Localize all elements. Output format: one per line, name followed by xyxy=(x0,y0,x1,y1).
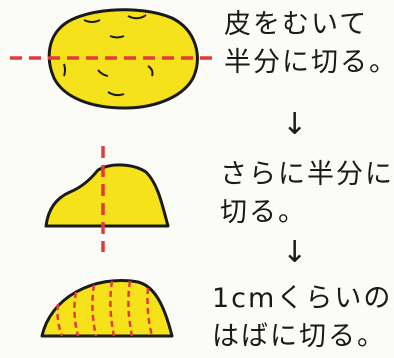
potato-eye-mark xyxy=(147,65,154,77)
step-2-line-2: 切る。 xyxy=(220,197,307,228)
step-2-line-1: さらに半分に xyxy=(220,159,394,190)
potato-eye-mark xyxy=(127,14,147,20)
step-3-line-2: はばに切る。 xyxy=(212,321,386,352)
potato-eye-mark xyxy=(97,69,109,77)
quarter-potato xyxy=(40,278,174,338)
potato-eye-mark xyxy=(109,35,125,39)
half-potato-illustration xyxy=(44,146,170,252)
slice-cut-line xyxy=(109,280,116,337)
potato-eye-mark xyxy=(83,19,101,23)
whole-potato-illustration xyxy=(10,8,212,110)
slice-cut-line xyxy=(56,303,64,337)
slice-cut-line xyxy=(127,280,134,337)
down-arrow-icon: ↓ xyxy=(282,235,308,270)
step-1-line-2: 半分に切る。 xyxy=(224,47,394,78)
step-1-line-1: 皮をむいて xyxy=(224,9,369,40)
down-arrow-icon: ↓ xyxy=(282,107,308,142)
step-2-instruction: さらに半分に 切る。 xyxy=(220,156,394,232)
potato-eye-mark xyxy=(107,91,125,97)
potato-eye-mark xyxy=(63,63,66,77)
step-3-instruction: 1cmくらいの はばに切る。 xyxy=(212,280,392,356)
slice-cut-line xyxy=(73,291,80,337)
whole-potato xyxy=(47,8,199,110)
step-3-line-1: 1cmくらいの xyxy=(212,283,393,314)
step-1-instruction: 皮をむいて 半分に切る。 xyxy=(224,6,394,82)
quarter-potato-illustration xyxy=(40,278,174,338)
half-potato xyxy=(44,163,170,228)
slice-cut-line xyxy=(91,284,98,337)
slice-cut-line xyxy=(146,287,154,337)
